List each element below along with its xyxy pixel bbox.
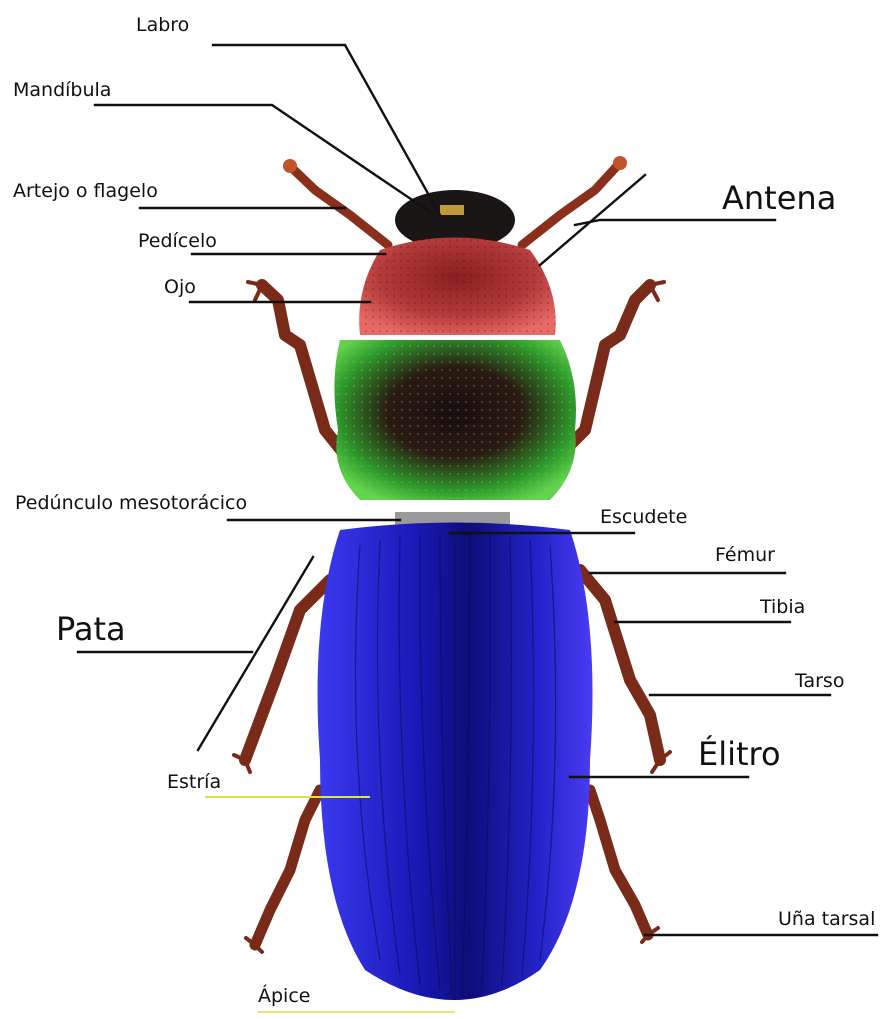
label-apice: Ápice [258, 987, 310, 1006]
right-antenna [522, 165, 618, 245]
left-hind-leg [255, 790, 320, 945]
label-antena: Antena [722, 182, 836, 214]
label-una-tarsal: Uña tarsal [778, 910, 875, 929]
label-pedicelo: Pedícelo [138, 232, 217, 251]
label-pata: Pata [56, 613, 126, 645]
left-front-leg [262, 285, 345, 455]
label-femur: Fémur [715, 546, 775, 565]
label-artejo: Artejo o flagelo [13, 182, 158, 201]
antena-line [575, 220, 775, 225]
label-estria: Estría [167, 773, 221, 792]
label-elitro: Élitro [698, 738, 781, 770]
right-middle-leg [580, 570, 660, 760]
label-tarso: Tarso [795, 672, 844, 691]
labro-line [213, 45, 440, 215]
left-middle-leg [245, 580, 330, 760]
label-pedunculo: Pedúnculo mesotorácico [15, 494, 247, 513]
label-ojo: Ojo [164, 278, 196, 297]
right-hind-leg [590, 790, 648, 935]
label-tibia: Tibia [760, 598, 805, 617]
labrum-mark [440, 205, 464, 215]
label-escudete: Escudete [600, 508, 687, 527]
label-labro: Labro [136, 16, 189, 35]
label-mandibula: Mandíbula [13, 81, 111, 100]
left-antenna [292, 168, 388, 245]
